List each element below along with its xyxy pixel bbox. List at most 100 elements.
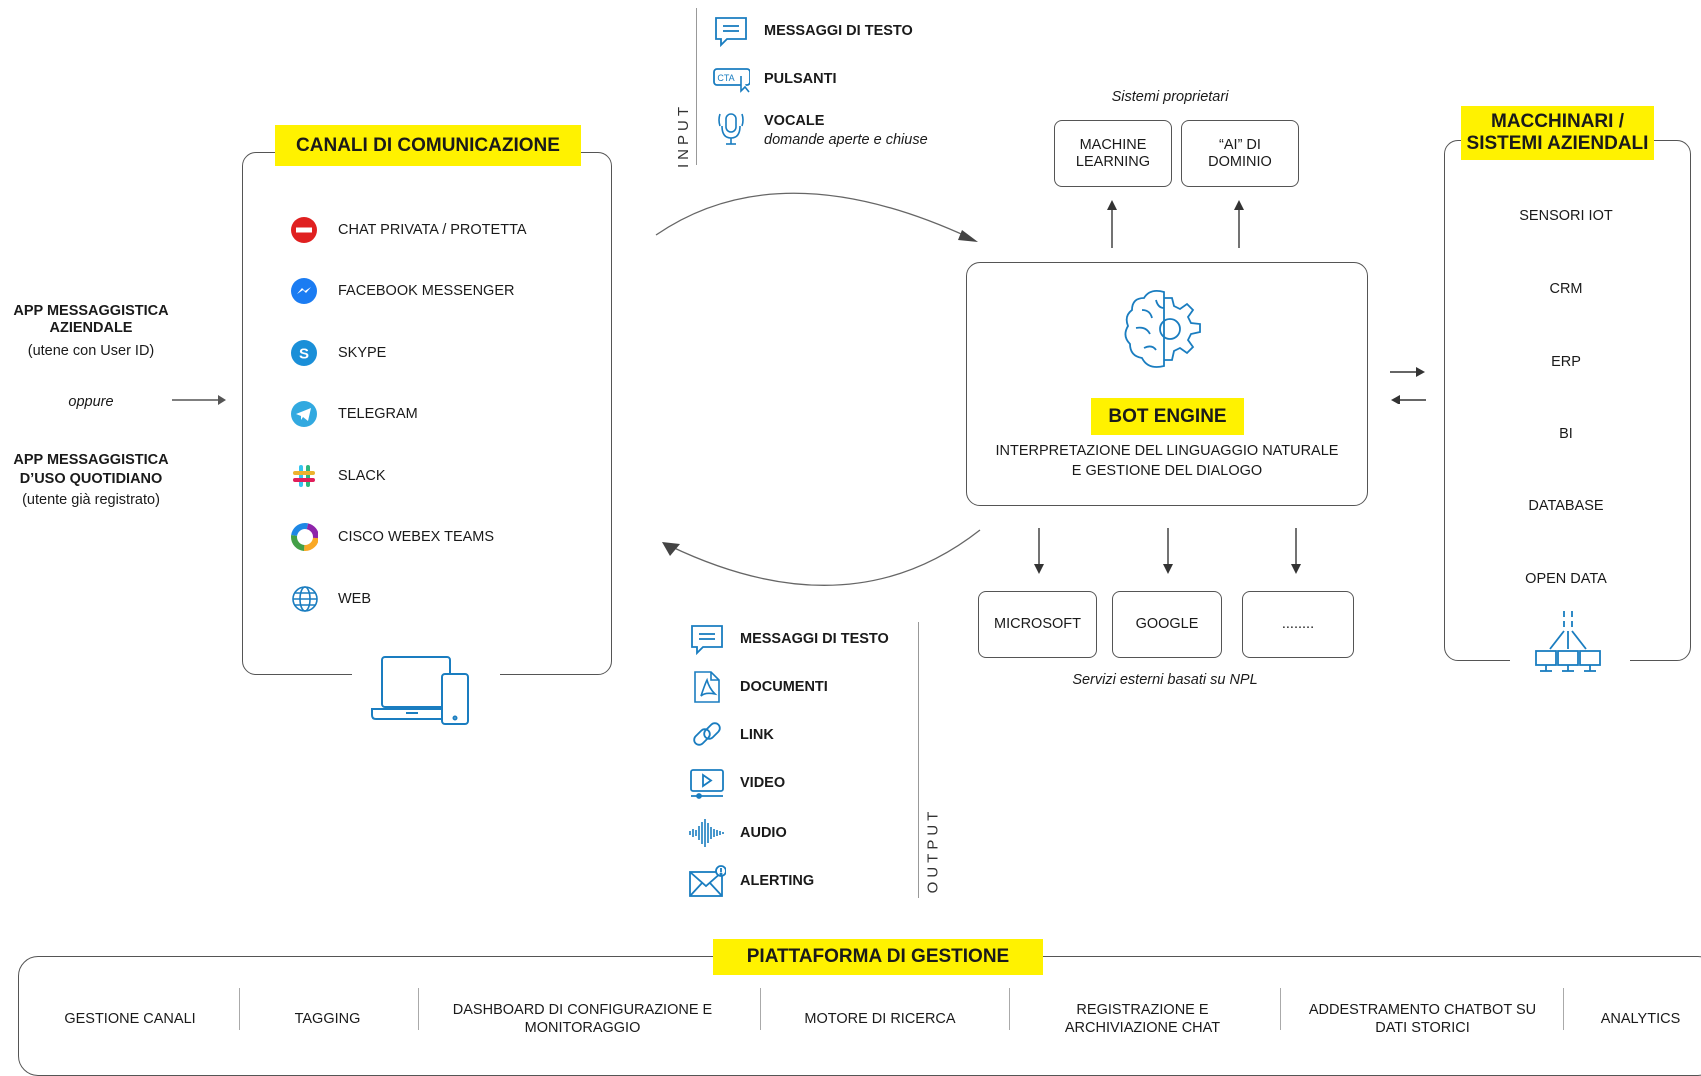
app-aziendale-note: (utene con User ID): [27, 343, 155, 359]
bot-engine-desc-2: E GESTIONE DEL DIALOGO: [1071, 463, 1263, 479]
messenger-icon: [290, 277, 318, 305]
link-icon: [688, 718, 726, 752]
canale-label: CHAT PRIVATA / PROTETTA: [338, 222, 527, 238]
input-item-label: VOCALE: [764, 113, 825, 129]
piattaforma-item-registrazione: REGISTRAZIONE E ARCHIVIAZIONE CHAT: [1064, 1002, 1221, 1036]
app-aziendale-label: APP MESSAGGISTICA AZIENDALE: [13, 303, 169, 336]
piattaforma-item-dashboard: DASHBOARD DI CONFIGURAZIONE E MONITORAGG…: [452, 1002, 713, 1036]
piattaforma-title: PIATTAFORMA DI GESTIONE: [713, 939, 1043, 975]
oppure-label: oppure: [68, 394, 114, 410]
arrow-to-ml: [1107, 200, 1117, 248]
devices-icon: [370, 652, 480, 732]
sistema-item: BI: [1559, 426, 1573, 442]
output-item-audio: AUDIO: [688, 816, 787, 850]
canale-item-chat-privata: CHAT PRIVATA / PROTETTA: [290, 215, 527, 245]
microsoft-box: MICROSOFT: [978, 591, 1097, 658]
ai-dominio-label: “AI” DI DOMINIO: [1208, 136, 1272, 170]
ml-label: MACHINE LEARNING: [1075, 136, 1151, 170]
webex-icon: [290, 523, 318, 551]
app-quotidiano-label: APP MESSAGGISTICA D’USO QUOTIDIANO: [13, 452, 169, 487]
output-item-label: ALERTING: [740, 873, 815, 889]
output-item-label: MESSAGGI DI TESTO: [740, 631, 889, 647]
canale-label: SKYPE: [338, 345, 387, 361]
microphone-icon: [712, 106, 750, 150]
app-quotidiano-note: (utente già registrato): [22, 492, 160, 508]
output-item-label: VIDEO: [740, 775, 786, 791]
output-item-label: LINK: [740, 727, 774, 743]
output-item-testo: MESSAGGI DI TESTO: [688, 622, 889, 656]
video-icon: [688, 766, 726, 800]
sistemi-proprietari-label: Sistemi proprietari: [1111, 89, 1229, 105]
input-curve-arrow: [655, 192, 978, 242]
sistema-item: SENSORI IOT: [1519, 208, 1613, 224]
canali-title: CANALI DI COMUNICAZIONE: [275, 125, 581, 166]
piattaforma-item-gestione-canali: GESTIONE CANALI: [64, 1011, 196, 1027]
output-item-label: AUDIO: [740, 825, 787, 841]
bidirectional-arrows: [1390, 367, 1426, 404]
globe-icon: [290, 585, 318, 613]
sistema-item: OPEN DATA: [1525, 571, 1607, 587]
arrow-to-microsoft: [1034, 528, 1044, 574]
devices-gap: [352, 670, 500, 680]
output-item-documenti: DOCUMENTI: [688, 670, 828, 704]
telegram-icon: [290, 400, 318, 428]
arrow-to-canali: [172, 395, 226, 405]
google-label: GOOGLE: [1135, 616, 1199, 632]
canale-item-telegram: TELEGRAM: [290, 399, 418, 429]
pdf-document-icon: [688, 670, 726, 704]
sistema-item: CRM: [1549, 281, 1583, 297]
input-label: INPUT: [674, 102, 692, 168]
piattaforma-divider: [1563, 988, 1564, 1030]
input-item-sub: domande aperte e chiuse: [764, 132, 928, 148]
canale-item-slack: SLACK: [290, 461, 386, 491]
canale-item-webex: CISCO WEBEX TEAMS: [290, 522, 494, 552]
canale-item-skype: S SKYPE: [290, 338, 386, 368]
audio-wave-icon: [688, 816, 726, 850]
output-item-alerting: ALERTING: [688, 864, 814, 898]
slack-icon: [290, 462, 318, 490]
arrow-to-ai: [1234, 200, 1244, 248]
piattaforma-divider: [1280, 988, 1281, 1030]
bot-engine-title: BOT ENGINE: [1091, 398, 1244, 435]
canale-label: WEB: [338, 591, 372, 607]
canale-item-messenger: FACEBOOK MESSENGER: [290, 276, 514, 306]
ai-dominio-box: “AI” DI DOMINIO: [1181, 120, 1299, 187]
output-curve-arrow: [662, 529, 981, 586]
canale-item-web: WEB: [290, 584, 371, 614]
piattaforma-item-motore-ricerca: MOTORE DI RICERCA: [804, 1011, 956, 1027]
piattaforma-divider: [418, 988, 419, 1030]
google-box: GOOGLE: [1112, 591, 1222, 658]
piattaforma-item-analytics: ANALYTICS: [1600, 1011, 1681, 1027]
output-item-label: DOCUMENTI: [740, 679, 828, 695]
network-computers-icon: [1526, 607, 1610, 682]
sistemi-title-line1: MACCHINARI /: [1491, 111, 1624, 132]
output-divider: [918, 622, 919, 898]
cta-button-icon: CTA: [712, 62, 750, 96]
alert-envelope-icon: [688, 864, 726, 898]
piattaforma-divider: [239, 988, 240, 1030]
microsoft-label: MICROSOFT: [994, 616, 1081, 632]
bot-engine-box: [966, 262, 1368, 506]
sistemi-title-line2: SISTEMI AZIENDALI: [1466, 133, 1649, 154]
input-item-pulsanti: CTA PULSANTI: [712, 62, 837, 96]
output-label: OUTPUT: [924, 807, 942, 893]
svg-text:CTA: CTA: [717, 73, 734, 83]
canale-label: SLACK: [338, 468, 386, 484]
output-item-link: LINK: [688, 718, 774, 752]
canale-label: FACEBOOK MESSENGER: [338, 283, 515, 299]
output-item-video: VIDEO: [688, 766, 785, 800]
no-entry-icon: [290, 216, 318, 244]
svg-text:S: S: [299, 346, 309, 363]
input-divider: [696, 8, 697, 165]
piattaforma-divider: [760, 988, 761, 1030]
arrow-to-altri: [1291, 528, 1301, 574]
brain-gear-icon: [1120, 284, 1212, 381]
skype-icon: S: [290, 339, 318, 367]
piattaforma-item-tagging: TAGGING: [294, 1011, 361, 1027]
input-item-vocale: VOCALE domande aperte e chiuse: [712, 106, 928, 150]
canale-label: TELEGRAM: [338, 406, 418, 422]
sistema-item: DATABASE: [1528, 498, 1604, 514]
bot-engine-desc-1: INTERPRETAZIONE DEL LINGUAGGIO NATURALE: [995, 443, 1339, 459]
chat-bubble-icon: [712, 14, 750, 48]
piattaforma-divider: [1009, 988, 1010, 1030]
